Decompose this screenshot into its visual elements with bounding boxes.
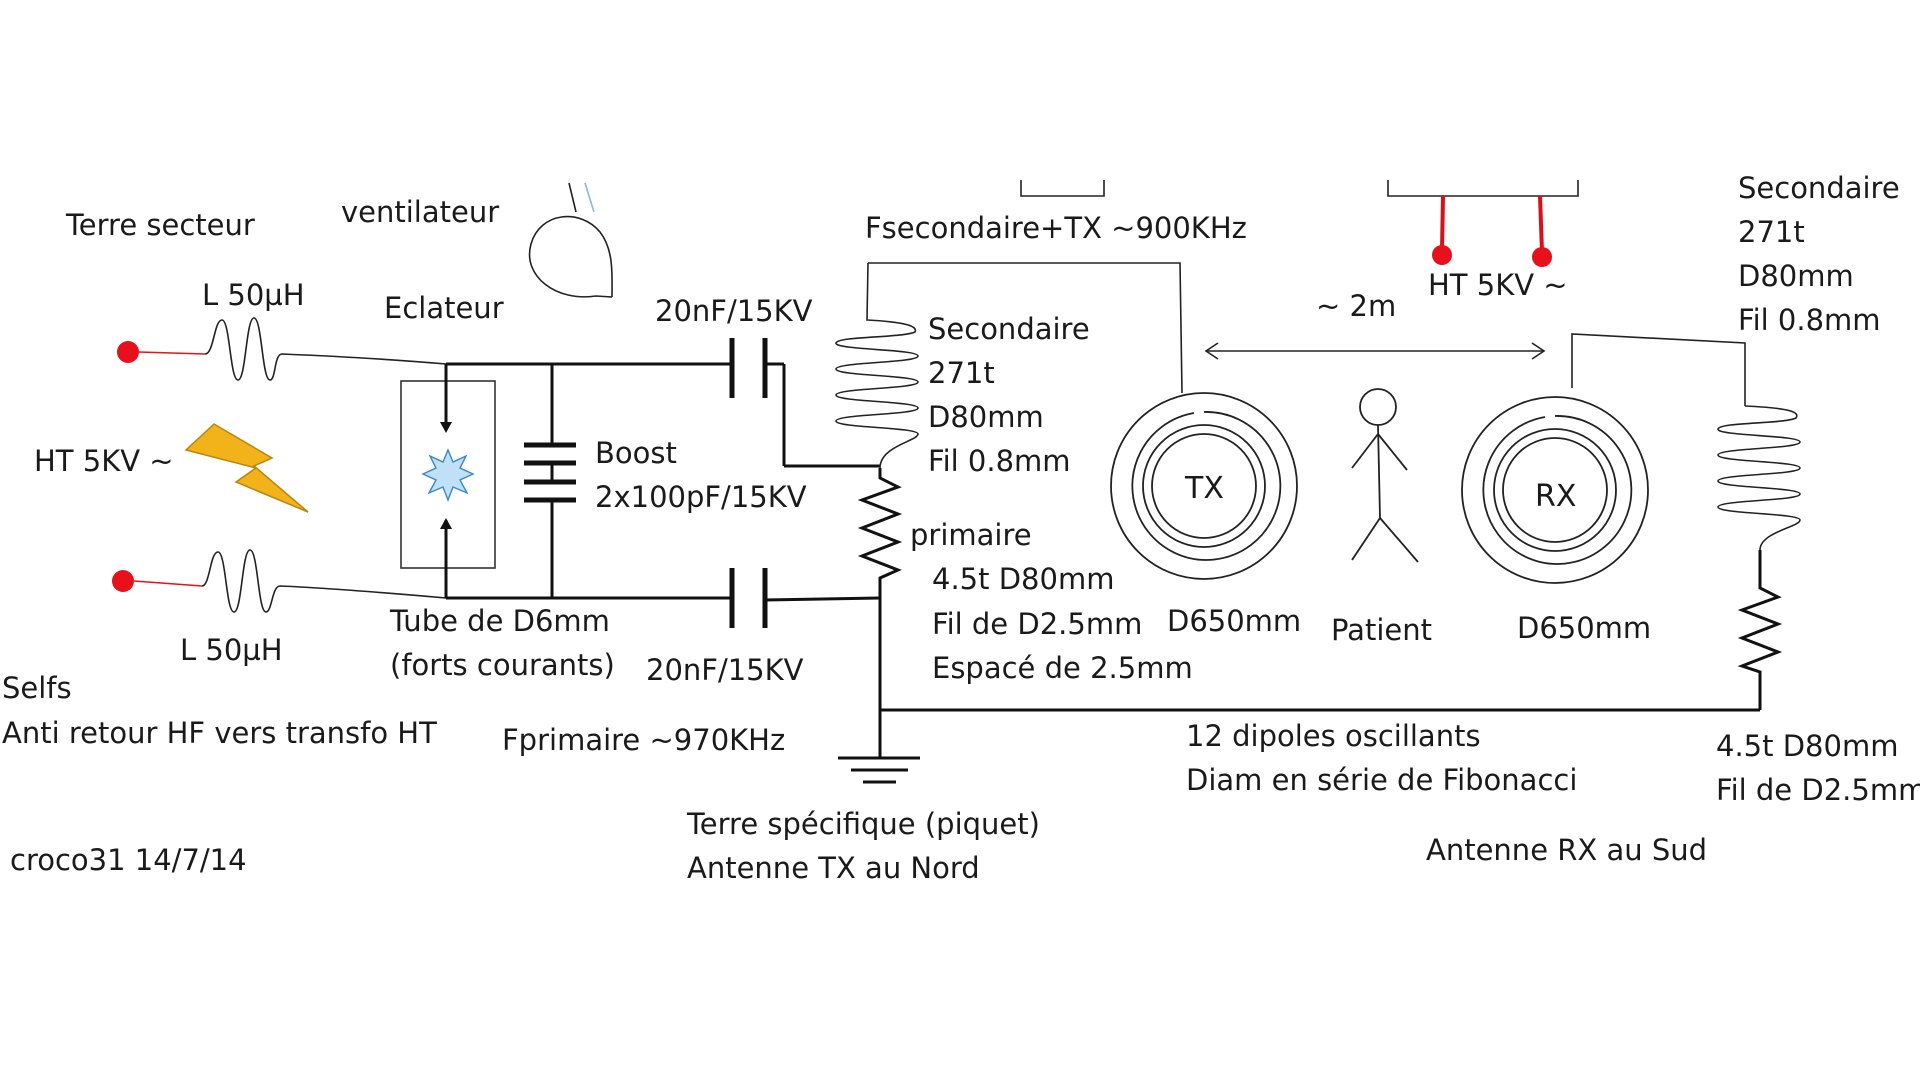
label-tube: Tube de D6mm	[389, 604, 610, 638]
ht-input-bottom	[112, 570, 203, 592]
label-eclateur: Eclateur	[384, 291, 504, 325]
label-tx: TX	[1184, 471, 1224, 506]
label-tx-antenna-diameter: D650mm	[1167, 604, 1301, 638]
label-rx-wire: Fil 0.8mm	[1738, 303, 1881, 337]
spark-gap-tube	[400, 380, 496, 569]
label-fsecondaire: Fsecondaire+TX ~900KHz	[865, 211, 1247, 245]
label-inductor-top: L 50µH	[202, 278, 305, 312]
label-rx-antenna-diameter: D650mm	[1517, 611, 1651, 645]
patient-figure	[1351, 388, 1419, 563]
label-rx: RX	[1535, 479, 1576, 514]
label-terre-secteur: Terre secteur	[65, 208, 255, 242]
label-signature: croco31 14/7/14	[10, 843, 247, 877]
label-boost: Boost	[595, 436, 677, 470]
label-ht-top: HT 5KV ~	[1428, 268, 1568, 302]
label-patient: Patient	[1331, 613, 1432, 647]
tx-secondary-coil	[835, 262, 919, 469]
ground-symbol	[838, 712, 920, 784]
label-primaire-wire: Fil de D2.5mm	[932, 607, 1142, 641]
terminal-top-lead	[138, 351, 206, 355]
label-tx-secondaire: Secondaire	[928, 312, 1090, 346]
label-boost-value: 2x100pF/15KV	[595, 480, 807, 514]
label-antenne-rx: Antenne RX au Sud	[1426, 833, 1707, 867]
rx-primary-coil	[1737, 550, 1783, 710]
terminal-top-dot	[117, 341, 139, 363]
lightning-bolt-icon	[184, 423, 309, 513]
top-box-left	[1020, 180, 1105, 197]
label-selfs: Selfs	[2, 671, 72, 705]
label-primaire-spacing: Espacé de 2.5mm	[932, 651, 1193, 685]
label-terre-specifique: Terre spécifique (piquet)	[686, 807, 1040, 841]
label-inductor-bottom: L 50µH	[180, 633, 283, 667]
label-fprimaire: Fprimaire ~970KHz	[502, 723, 785, 757]
label-dipoles: 12 dipoles oscillants	[1186, 719, 1481, 753]
rx-secondary-coil	[1717, 405, 1801, 551]
label-antenne-tx: Antenne TX au Nord	[687, 851, 980, 885]
tx-antenna	[1110, 392, 1298, 580]
capacitor-top	[729, 338, 880, 468]
terminal-bottom-dot	[112, 570, 134, 592]
rx-antenna	[1461, 396, 1649, 584]
tx-feed-line	[868, 262, 1183, 394]
inductor-top	[204, 317, 447, 381]
label-rx-turns: 271t	[1738, 215, 1805, 249]
label-selfs-note: Anti retour HF vers transfo HT	[2, 716, 437, 750]
spark-icon	[421, 448, 475, 502]
label-tx-wire: Fil 0.8mm	[928, 444, 1071, 478]
fan-icon	[528, 182, 613, 298]
tx-primary-coil	[857, 468, 903, 712]
label-primaire-turns: 4.5t D80mm	[932, 562, 1114, 596]
distance-arrow	[1204, 342, 1546, 360]
capacitor-bottom	[729, 568, 881, 628]
rx-feed-line	[1571, 333, 1746, 406]
ht-transformer-top	[1387, 180, 1579, 267]
label-rx-diameter: D80mm	[1738, 259, 1854, 293]
inductor-bottom	[201, 549, 447, 613]
label-tube-note: (forts courants)	[390, 648, 615, 682]
boost-capacitors	[524, 364, 576, 598]
label-dipoles-note: Diam en série de Fibonacci	[1186, 763, 1577, 797]
label-capacitor-top: 20nF/15KV	[655, 294, 813, 328]
label-tx-turns: 271t	[928, 356, 995, 390]
spark-gap	[400, 364, 496, 598]
label-ht-left: HT 5KV ~	[34, 444, 174, 478]
terminal-bottom-lead	[133, 580, 203, 587]
label-tx-diameter: D80mm	[928, 400, 1044, 434]
label-rx-primaire-wire: Fil de D2.5mm	[1716, 773, 1920, 807]
label-primaire: primaire	[910, 518, 1032, 552]
ht-input-top	[117, 341, 206, 363]
label-rx-secondaire: Secondaire	[1738, 171, 1900, 205]
label-distance: ~ 2m	[1316, 289, 1396, 323]
label-rx-primaire-turns: 4.5t D80mm	[1716, 729, 1898, 763]
label-ventilateur: ventilateur	[341, 195, 499, 229]
label-capacitor-bottom: 20nF/15KV	[646, 653, 804, 687]
